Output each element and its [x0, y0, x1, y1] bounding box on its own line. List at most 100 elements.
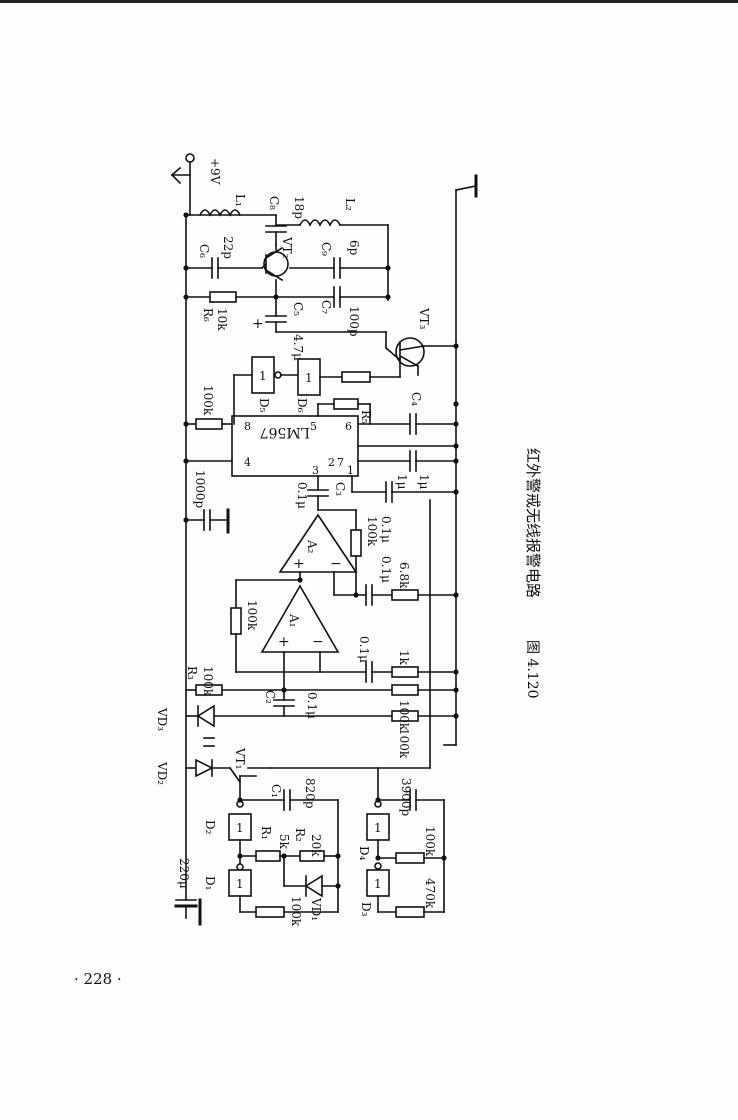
D5-label: D₅ [257, 398, 271, 413]
L1-label: L₁ [233, 194, 247, 207]
antenna-terminal [455, 174, 478, 198]
C-1u-b: 1μ [395, 474, 409, 490]
A1-opamp [260, 584, 340, 653]
figure-title: 红外警戒无线报警电路 [524, 448, 542, 598]
R-100k-a2: 100k [365, 516, 379, 547]
R2-value: 20k [309, 834, 323, 857]
R-100k-a1: 100k [245, 600, 259, 631]
C-3900p: 3900p [399, 778, 413, 817]
D6-label: D₆ [295, 398, 309, 413]
R-100k-d4: 100k [423, 826, 437, 857]
R-6-8k: 6.8k [397, 562, 411, 589]
C7-label: C₇ [319, 300, 333, 314]
supply-label: +9V [208, 158, 222, 185]
C6-value: 22p [221, 236, 235, 259]
R-470k: 470k [423, 878, 437, 909]
C7-value: 100p [347, 306, 361, 337]
R-100k-b: 100k [397, 700, 411, 731]
figure-caption: 图 4.120 红外警戒无线报警电路 [524, 448, 542, 699]
C-01u-a2: 0.1μ [379, 516, 393, 543]
C1-value: 820p [303, 778, 317, 809]
VD1-label: VD₁ [309, 897, 323, 921]
C-1000p: 1000p [193, 470, 207, 509]
lm567-name: LM567 [260, 424, 310, 440]
page-number: · 228 · [74, 970, 122, 988]
D5-gate-mark: 1 [259, 369, 267, 383]
C5-value: 4.7μ [291, 334, 305, 361]
R3-label: R₃ [185, 666, 199, 680]
D1-label: D₁ [203, 876, 217, 890]
figure-number: 图 4.120 [524, 640, 540, 699]
VT3-label: VT₃ [417, 307, 431, 330]
C9-value: 6p [347, 240, 361, 256]
inverters-d5-d6: 1 1 D₅ D₆ [233, 356, 401, 425]
C5-plus: + [252, 316, 264, 332]
C-1u-a: 1μ [417, 474, 431, 490]
A2-minus: − [330, 556, 342, 572]
D2-label: D₂ [203, 820, 217, 835]
C6-label: C₆ [197, 244, 211, 258]
supply-rail: +9V [170, 153, 457, 901]
C-01u-a1: 0.1μ [357, 636, 371, 663]
a2-stage: 0.1μ C₃ A₂ + − 100k 0.1μ 0.1μ 6.8k [235, 475, 457, 606]
D3-gate-mark: 1 [374, 877, 382, 891]
C8-label: C₈ [267, 196, 281, 210]
A2-label: A₂ [305, 539, 319, 554]
D2-gate-mark: 1 [236, 821, 244, 835]
A2-opamp [278, 513, 358, 573]
C9-label: C₉ [319, 242, 333, 256]
lm567-block: 100k LM567 8 5 6 4 3 2 7 1 R₅ [185, 385, 457, 503]
R-100k-top: 100k [201, 385, 215, 416]
VD2-label: VD₂ [155, 761, 169, 785]
pin-6: 6 [345, 420, 352, 433]
A1-plus: + [278, 634, 290, 650]
A1-label: A₁ [287, 613, 301, 627]
D4-gate-mark: 1 [374, 821, 382, 835]
C2-value: 0.1μ [305, 692, 319, 719]
A1-minus: − [312, 634, 324, 650]
R6-value: 10k [215, 308, 229, 331]
R3-value: 100k [201, 666, 215, 697]
C-01u-mid: 0.1μ [379, 556, 393, 583]
pin-1: 1 [347, 464, 354, 477]
D4-label: D₄ [357, 846, 371, 861]
C-220u: 220μ [177, 858, 191, 889]
oscillator-d3-d4: 3900p 1 D₄ 100k 1 D₃ 470k [357, 744, 457, 918]
C3-label: C₃ [333, 482, 347, 496]
lm567-chip [231, 415, 359, 477]
oscillator-d1-d2: C₁ 820p 1 D₂ R₁ 5k R₂ 20k VD₁ [174, 778, 339, 927]
A2-plus: + [293, 556, 305, 572]
C5-label: C₅ [291, 302, 305, 316]
C2-label: C₂ [263, 690, 277, 704]
R-100k-c: 100k [397, 728, 411, 759]
C4-label: C₄ [409, 392, 423, 406]
R-100k-d1: 100k [289, 896, 303, 927]
pin-5: 5 [310, 420, 317, 433]
R2-label: R₂ [293, 828, 307, 842]
C1-label: C₁ [269, 784, 283, 798]
D6-gate-mark: 1 [305, 371, 313, 385]
pin-2: 2 [328, 456, 335, 469]
pin-3: 3 [312, 464, 319, 477]
pin-7: 7 [337, 456, 344, 469]
R5-label: R₅ [359, 410, 373, 424]
D1-gate-mark: 1 [236, 877, 244, 891]
R1-label: R₁ [259, 826, 273, 840]
C3-value: 0.1μ [295, 482, 309, 509]
VT2-label: VT₂ [280, 236, 294, 259]
VT1-label: VT₁ [233, 747, 247, 769]
a1-stage: A₁ + − 100k 0.1μ 1k [230, 579, 457, 691]
top-rule [0, 0, 738, 3]
R1-value: 5k [277, 834, 291, 850]
cap-1000p: 1000p [185, 470, 230, 534]
VD3-label: VD₃ [155, 707, 169, 731]
R6-label: R₆ [201, 308, 215, 322]
R-1k: 1k [397, 650, 411, 666]
rf-section: L₁ C₈ 18p L₂ C₆ 22p [185, 194, 457, 376]
pin-8: 8 [244, 420, 251, 433]
junctions [183, 212, 459, 889]
D3-label: D₃ [359, 902, 373, 917]
pin-4: 4 [244, 456, 251, 469]
